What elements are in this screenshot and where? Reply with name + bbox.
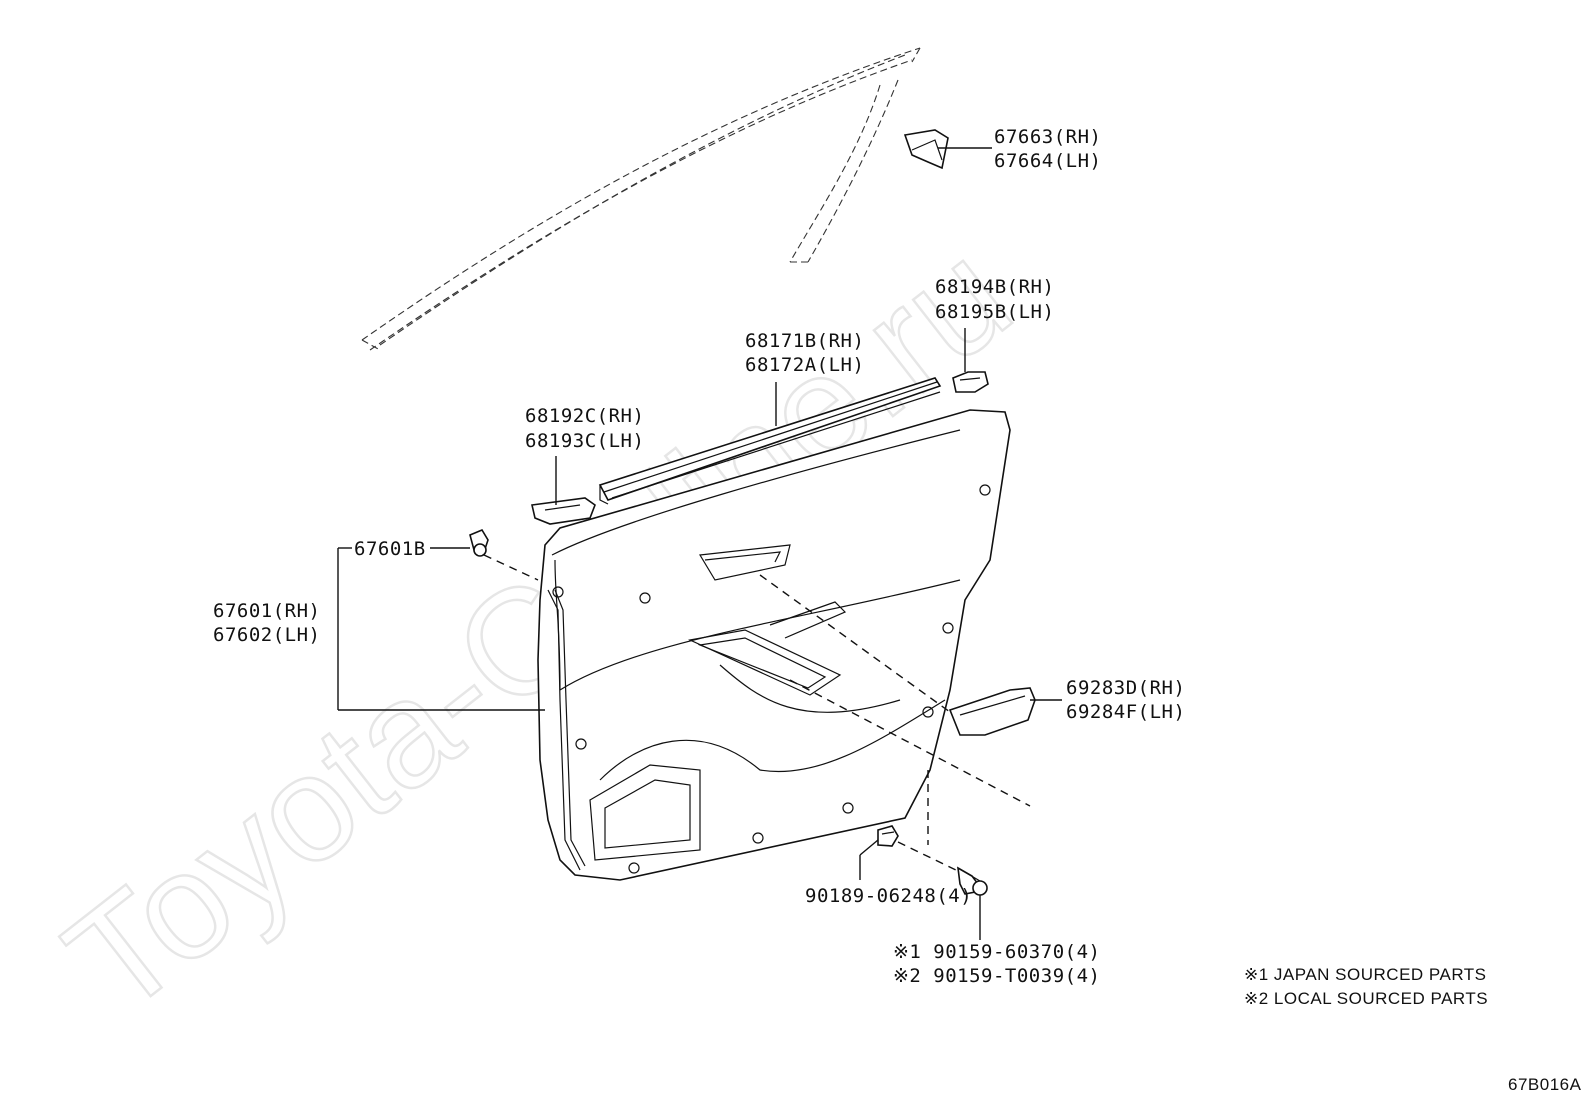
callout-69283d-rh: 69283D(RH) bbox=[1066, 677, 1185, 699]
legend-note-local: ※2 LOCAL SOURCED PARTS bbox=[1244, 989, 1488, 1008]
armrest-cover-part bbox=[948, 687, 1036, 736]
rear-clip-part bbox=[952, 371, 989, 393]
callout-68192c-rh: 68192C(RH) bbox=[525, 405, 644, 427]
callout-68194b-rh: 68194B(RH) bbox=[935, 276, 1054, 298]
callout-67663-rh: 67663(RH) bbox=[994, 126, 1101, 148]
legend-note-japan: ※1 JAPAN SOURCED PARTS bbox=[1244, 965, 1487, 984]
callout-90189: 90189-06248(4) bbox=[805, 885, 972, 907]
callout-68171b-rh: 68171B(RH) bbox=[745, 330, 864, 352]
door-frame-moulding bbox=[361, 47, 921, 351]
screw-90159-part bbox=[957, 866, 988, 896]
callout-69284f-lh: 69284F(LH) bbox=[1066, 701, 1185, 723]
callout-67601b: 67601B bbox=[354, 538, 426, 560]
front-clip-part bbox=[531, 497, 596, 525]
door-trim-panel bbox=[537, 409, 1011, 881]
callout-67664-lh: 67664(LH) bbox=[994, 150, 1101, 172]
corner-cover-part bbox=[903, 129, 949, 170]
clip-67601b-part bbox=[469, 528, 489, 557]
callout-68193c-lh: 68193C(LH) bbox=[525, 430, 644, 452]
callout-90159-jp: ※1 90159-60370(4) bbox=[893, 941, 1100, 963]
leader-lines bbox=[337, 147, 1062, 940]
nut-90189-part bbox=[877, 825, 899, 847]
belt-moulding-part bbox=[598, 377, 942, 505]
diagram-code: 67B016A bbox=[1508, 1075, 1582, 1094]
callout-67601-rh: 67601(RH) bbox=[213, 600, 320, 622]
callout-68172a-lh: 68172A(LH) bbox=[745, 354, 864, 376]
callout-67602-lh: 67602(LH) bbox=[213, 624, 320, 646]
callout-90159-local: ※2 90159-T0039(4) bbox=[893, 965, 1100, 987]
callout-68195b-lh: 68195B(LH) bbox=[935, 301, 1054, 323]
